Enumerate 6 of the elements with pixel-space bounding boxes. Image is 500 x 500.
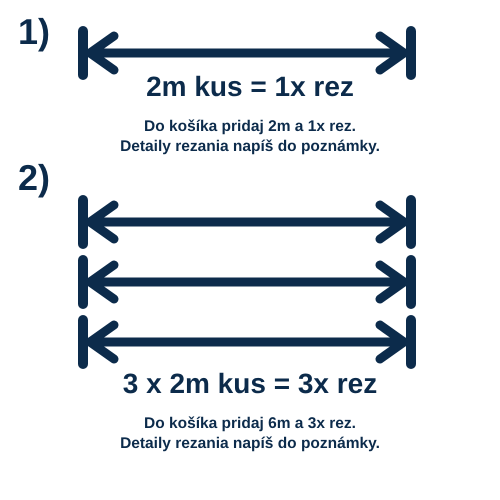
instruction-note: Do košíka pridaj 2m a 1x rez. Detaily rezania napíš do poznámky. (119, 117, 381, 157)
cut-rule-heading: 3 x 2m kus = 3x rez (122, 367, 378, 401)
instruction-note: Do košíka pridaj 6m a 3x rez. Detaily rezania napíš do poznámky. (119, 414, 381, 454)
step-number: 2) (18, 160, 50, 196)
cut-rule-heading: 2m kus = 1x rez (146, 70, 354, 104)
step-number: 1) (18, 14, 50, 50)
